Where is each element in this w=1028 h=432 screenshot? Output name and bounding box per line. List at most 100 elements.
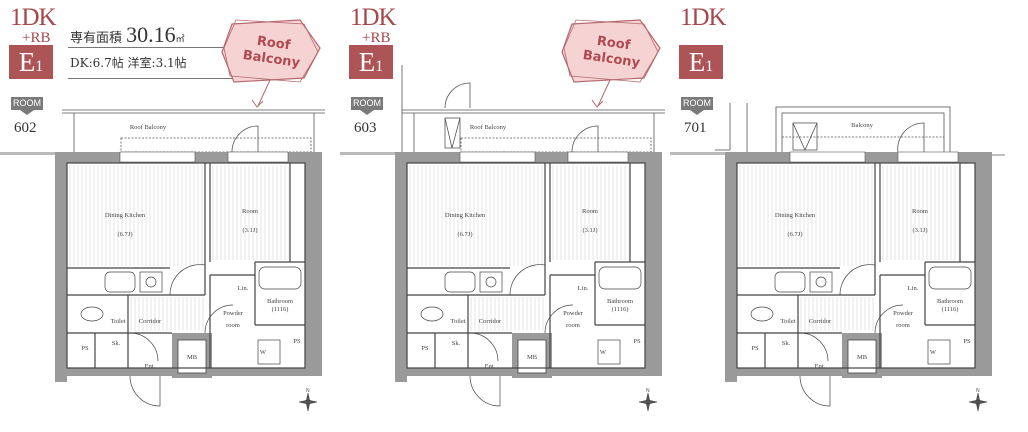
label-room: Room <box>582 208 598 215</box>
layout-suffix: +RB <box>362 30 391 46</box>
label-powder-room: room <box>226 322 240 329</box>
roof-balcony-callout: RoofBalcony <box>561 19 661 108</box>
label-shoe-closet: Sk. <box>782 340 791 347</box>
plan-code-badge: E1 <box>9 45 53 79</box>
label-entrance: Ent. <box>145 363 156 370</box>
label-entrance: Ent. <box>815 363 826 370</box>
label-room-size: (3.1J) <box>913 227 928 234</box>
label-dk-size: (6.7J) <box>788 231 803 238</box>
floor-flooring <box>409 165 630 331</box>
label-mb: MB <box>857 354 868 361</box>
label-room: Room <box>242 208 258 215</box>
label-room: Room <box>912 208 928 215</box>
layout-type: 1DK <box>350 4 397 31</box>
interior-walls <box>736 162 976 369</box>
layout-suffix: +RB <box>22 30 51 46</box>
label-linen: Lin. <box>908 285 919 292</box>
roof-balcony-callout: RoofBalcony <box>221 19 321 108</box>
room-sizes: DK:6.7帖 洋室:3.1帖 <box>70 56 187 70</box>
label-entrance: Ent. <box>485 363 496 370</box>
compass-icon: N <box>298 388 318 412</box>
fixtures <box>80 264 302 365</box>
interior-walls <box>66 162 306 369</box>
svg-text:N: N <box>976 388 980 394</box>
balcony-label: Roof Balcony <box>470 124 507 131</box>
label-corridor: Corridor <box>139 318 162 325</box>
room-badge: ROOM <box>11 97 43 115</box>
room-number: 701 <box>684 120 707 136</box>
label-ps: PS <box>963 338 971 345</box>
label-ps: PS <box>751 345 759 352</box>
label-toilet: Toilet <box>450 318 465 325</box>
label-bathroom: Bathroom <box>607 298 633 305</box>
label-mb: MB <box>187 354 198 361</box>
interior-walls <box>406 162 646 369</box>
floor-flooring <box>69 165 290 331</box>
roof-balcony-area <box>62 109 325 153</box>
label-bathroom: Bathroom <box>937 298 963 305</box>
fixtures <box>750 264 972 365</box>
windows <box>789 151 959 163</box>
compass-icon: N <box>638 388 658 412</box>
label-powder: Powder <box>893 310 914 317</box>
compass-icon: N <box>968 388 988 412</box>
label-corridor: Corridor <box>479 318 502 325</box>
label-bathroom: Bathroom <box>267 298 293 305</box>
windows <box>459 151 629 163</box>
divider <box>68 78 243 79</box>
label-dining-kitchen: Dining Kitchen <box>105 212 146 219</box>
label-dk-size: (6.7J) <box>458 231 473 238</box>
label-powder: Powder <box>563 310 584 317</box>
plan-code-badge: E1 <box>679 45 723 79</box>
label-powder-room: room <box>566 322 580 329</box>
entry-door <box>799 375 831 407</box>
label-room-size: (3.1J) <box>583 227 598 234</box>
fixtures <box>420 264 642 365</box>
label-powder: Powder <box>223 310 244 317</box>
label-toilet: Toilet <box>780 318 795 325</box>
windows <box>119 151 289 163</box>
entry-door <box>469 375 501 407</box>
room-number: 602 <box>14 120 37 136</box>
label-dining-kitchen: Dining Kitchen <box>445 212 486 219</box>
label-ps: PS <box>81 345 89 352</box>
svg-text:N: N <box>306 388 310 394</box>
label-corridor: Corridor <box>809 318 832 325</box>
entry-door <box>129 375 161 407</box>
label-bath-size: (1116) <box>612 306 629 313</box>
label-shoe-closet: Sk. <box>452 340 461 347</box>
label-dk-size: (6.7J) <box>118 231 133 238</box>
balcony-label: Balcony <box>851 122 873 129</box>
label-powder-room: room <box>896 322 910 329</box>
label-bath-size: (1116) <box>272 306 289 313</box>
svg-text:N: N <box>646 388 650 394</box>
divider <box>68 47 248 48</box>
label-washer: W <box>600 349 607 356</box>
label-room-size: (3.1J) <box>243 227 258 234</box>
balcony-area <box>715 103 1005 156</box>
plan-code-badge: E1 <box>349 45 393 79</box>
label-washer: W <box>260 349 267 356</box>
layout-type: 1DK <box>680 4 727 31</box>
label-dining-kitchen: Dining Kitchen <box>775 212 816 219</box>
label-linen: Lin. <box>238 285 249 292</box>
label-linen: Lin. <box>578 285 589 292</box>
room-badge: ROOM <box>351 97 383 115</box>
label-washer: W <box>930 349 937 356</box>
label-mb: MB <box>527 354 538 361</box>
label-toilet: Toilet <box>110 318 125 325</box>
roof-balcony-area <box>402 109 665 153</box>
room-badge: ROOM <box>681 97 713 115</box>
label-ps: PS <box>421 345 429 352</box>
label-ps: PS <box>293 338 301 345</box>
label-shoe-closet: Sk. <box>112 340 121 347</box>
balcony-label: Roof Balcony <box>130 124 167 131</box>
floor-flooring <box>739 165 960 331</box>
label-ps: PS <box>633 338 641 345</box>
layout-type: 1DK <box>10 4 57 31</box>
floor-area: 専有面積 30.16㎡ <box>70 22 185 47</box>
room-number: 603 <box>354 120 377 136</box>
